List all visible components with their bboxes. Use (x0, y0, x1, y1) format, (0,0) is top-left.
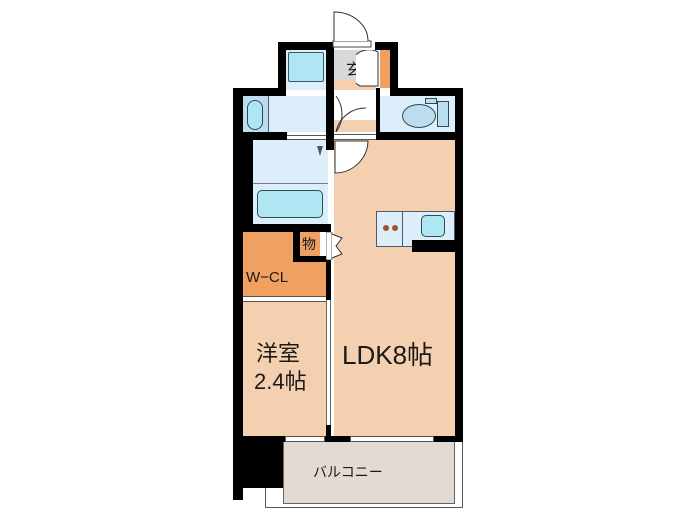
ldk-door-icon[interactable] (334, 140, 370, 174)
wall-top-washroom (278, 42, 333, 50)
wall-storage-bottom (293, 256, 326, 262)
wall-toilet-top (390, 88, 463, 96)
washbasin-icon (288, 52, 324, 82)
wall-left (233, 90, 243, 500)
wall-storage-block (233, 224, 331, 232)
bath-divider (253, 183, 328, 184)
western-room-label-1: 洋室 (256, 342, 301, 367)
balcony-label: バルコニー (313, 465, 383, 481)
bath-vent-mark (317, 146, 323, 156)
wall-washroom-left (278, 42, 286, 94)
stove-burner-icon (383, 225, 389, 231)
wcl-floor-right (293, 262, 326, 296)
hallway-door-icon[interactable] (334, 94, 376, 134)
wcl-floor (243, 232, 293, 296)
wall-bath-left (243, 140, 253, 232)
wcl-door[interactable] (243, 296, 326, 302)
wall-washroom-bottom (233, 132, 287, 140)
ldk-floor (334, 140, 455, 436)
wall-right (455, 88, 463, 440)
toilet-tank-lid (425, 98, 437, 104)
balcony-floor (283, 442, 455, 504)
western-room-sliding-door[interactable] (326, 300, 331, 425)
hall-bottom-gap (334, 134, 376, 140)
pillar-block-lower (233, 442, 283, 488)
kitchen-wall-block (412, 240, 455, 252)
western-room-label-2: 2.4帖 (254, 369, 307, 394)
washroom-door-gap (287, 135, 328, 140)
wall-hall-right (376, 88, 380, 134)
stove-burner-icon (392, 225, 398, 231)
hallway-step (334, 120, 376, 132)
wall-toilet-bottom (376, 132, 463, 140)
storage-door-icon[interactable] (326, 232, 344, 260)
storage-floor (300, 232, 320, 256)
kitchen-divider (402, 211, 403, 247)
wall-top-left (233, 88, 286, 96)
wall-center-vertical (326, 42, 334, 150)
wall-entrance-top-right (375, 42, 397, 50)
western-room-floor (243, 302, 326, 436)
entrance-shoe-cabinet (380, 50, 390, 88)
storage-label: 物 (302, 237, 316, 253)
kitchen-sink-icon (421, 215, 445, 237)
toilet-bowl-icon (402, 104, 436, 128)
sink-icon (247, 100, 263, 130)
bathtub-icon (257, 190, 323, 218)
wall-storage-left (293, 232, 300, 262)
ldk-label: LDK8帖 (342, 340, 434, 370)
entrance-inner-door-icon[interactable] (356, 50, 380, 88)
window-ldk[interactable] (350, 436, 434, 442)
wall-entrance-right (390, 42, 398, 94)
entrance-step (334, 80, 376, 90)
wcl-label: W−CL (246, 269, 289, 286)
window-western-room[interactable] (285, 436, 325, 442)
toilet-tank (437, 101, 449, 127)
front-door-icon[interactable] (330, 8, 376, 48)
